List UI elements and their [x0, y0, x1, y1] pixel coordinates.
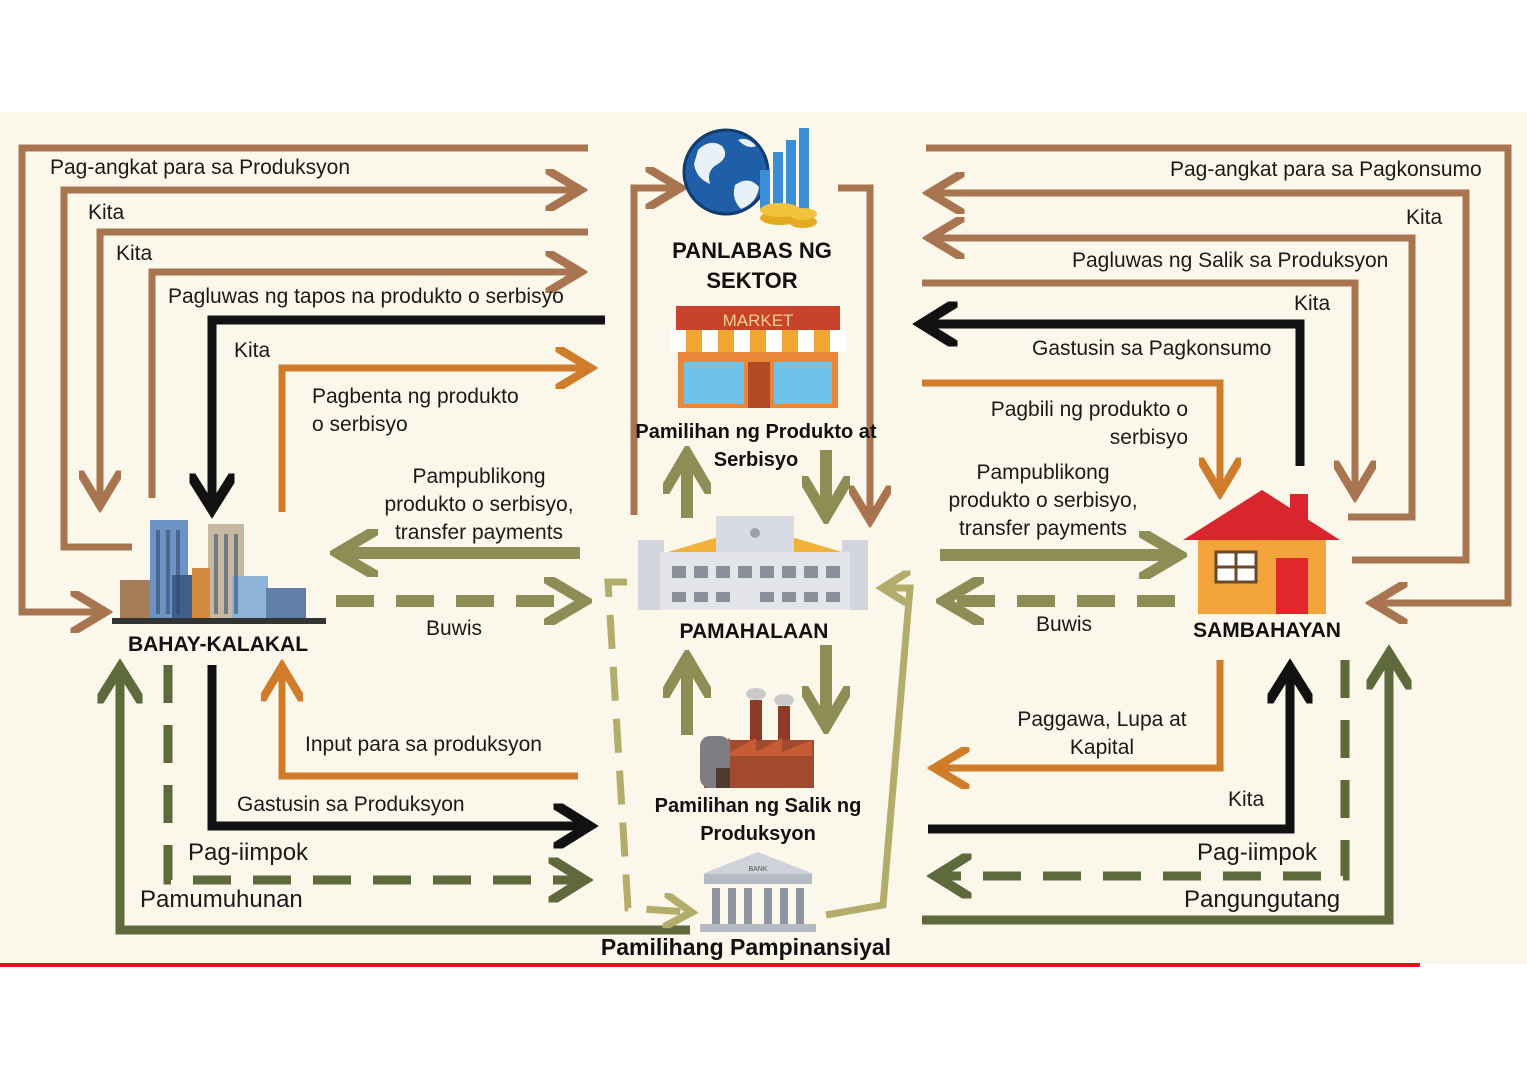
city-buildings-icon	[112, 520, 326, 624]
label-factors-1: Paggawa, Lupa at	[1017, 708, 1187, 731]
factor-market-line1: Pamilihan ng Salik ng	[654, 795, 862, 817]
label-public-goods-right-1: Pampublikong	[976, 461, 1110, 484]
arrow-kita-left-1	[60, 190, 575, 551]
arrow-center-up-left	[630, 188, 675, 515]
label-buy-goods-2: serbisyo	[1109, 426, 1188, 449]
label-sell-goods: Pagbenta ng produkto o serbisyo	[312, 383, 519, 439]
arrow-export-goods	[212, 315, 605, 505]
label-tax-right: Buwis	[1036, 613, 1093, 636]
arrow-factors	[940, 660, 1224, 768]
government-building-icon	[638, 516, 868, 610]
label-consumption-spending: Gastusin sa Pagkonsumo	[1032, 337, 1272, 360]
label-input: Input para sa produksyon	[305, 733, 542, 756]
arrow-kita-right-1	[935, 193, 1470, 564]
market-sign: MARKET	[723, 311, 794, 330]
house-icon	[1183, 490, 1340, 614]
arrow-finance-to-government	[825, 588, 914, 919]
label-kita-right-1: Kita	[1406, 206, 1443, 229]
label-production-spending: Gastusin sa Produksyon	[237, 793, 465, 816]
arrow-investment	[120, 672, 690, 935]
arrow-center-down-right	[838, 184, 870, 515]
arrow-export-factors	[922, 279, 1355, 490]
label-import-production: Pag-angkat para sa Produksyon	[50, 156, 351, 179]
arrow-borrowing	[922, 658, 1389, 925]
label-public-goods-right-2: produkto o serbisyo,	[948, 489, 1138, 512]
label-saving-right: Pag-iimpok	[1197, 839, 1318, 866]
financial-market-label: Pamilihang Pampinansiyal	[600, 934, 892, 960]
label-public-goods-left-1: Pampublikong	[412, 465, 546, 488]
label-public-goods-left: Pampublikong produkto o serbisyo, transf…	[370, 463, 588, 547]
business-label: BAHAY-KALAKAL	[127, 633, 309, 656]
label-buy-goods-1: Pagbili ng produkto o	[990, 398, 1188, 421]
label-import-consumption: Pag-angkat para sa Pagkonsumo	[1170, 158, 1482, 181]
label-sell-goods-1: Pagbenta ng produkto	[312, 385, 519, 408]
chart-bars-icon	[760, 128, 817, 228]
arrow-government-to-finance	[604, 578, 688, 912]
globe-icon	[682, 128, 770, 216]
label-kita-left-2: Kita	[116, 242, 153, 265]
label-export-goods: Pagluwas ng tapos na produkto o serbisyo	[168, 285, 564, 308]
label-buy-goods: Pagbili ng produkto o serbisyo	[960, 396, 1188, 452]
label-factors-2: Kapital	[1069, 736, 1135, 759]
label-tax-left: Buwis	[426, 617, 483, 640]
arrow-kita-left-3	[148, 272, 575, 498]
product-market-line2: Serbisyo	[713, 449, 799, 471]
product-market-line1: Pamilihan ng Produkto at	[635, 421, 877, 443]
label-sell-goods-2: o serbisyo	[312, 413, 408, 436]
arrow-kita-right-2	[935, 238, 1416, 521]
label-public-goods-right: Pampublikong produkto o serbisyo, transf…	[934, 459, 1152, 543]
label-kita-left-3: Kita	[234, 339, 271, 362]
foreign-sector-line2: SEKTOR	[706, 268, 798, 293]
factor-market-line2: Produksyon	[700, 823, 816, 845]
arrow-kita-left-2	[100, 228, 588, 500]
household-label: SAMBAHAYAN	[1193, 619, 1341, 642]
foreign-sector-label: PANLABAS NG SEKTOR	[652, 236, 852, 296]
arrow-kita-right-3	[928, 672, 1290, 834]
label-borrowing: Pangungutang	[1184, 886, 1341, 913]
bank-sign: BANK	[748, 866, 767, 873]
government-label: PAMAHALAAN	[679, 620, 829, 643]
arrow-saving-right	[940, 660, 1350, 876]
label-export-factors: Pagluwas ng Salik sa Produksyon	[1072, 249, 1389, 272]
arrow-sell-goods	[278, 368, 585, 512]
arrow-input-production	[282, 672, 578, 780]
label-kita-right-2: Kita	[1294, 292, 1331, 315]
market-store-icon	[670, 306, 846, 408]
label-public-goods-left-3: transfer payments	[394, 521, 564, 544]
arrow-consumption-spending	[926, 324, 1305, 466]
label-factors: Paggawa, Lupa at Kapital	[994, 706, 1210, 762]
label-public-goods-left-2: produkto o serbisyo,	[384, 493, 574, 516]
factory-icon	[700, 688, 814, 788]
arrow-production-spending	[207, 665, 585, 826]
factor-market-label: Pamilihan ng Salik ng Produksyon	[628, 792, 888, 848]
label-kita-left-1: Kita	[88, 201, 125, 224]
label-saving-left: Pag-iimpok	[188, 839, 309, 866]
arrow-import-production	[18, 144, 588, 612]
arrow-buy-goods	[922, 379, 1220, 487]
label-public-goods-right-3: transfer payments	[958, 517, 1128, 540]
bank-icon	[700, 852, 816, 932]
arrow-saving-left	[163, 665, 580, 880]
product-market-label: Pamilihan ng Produkto at Serbisyo	[606, 418, 906, 474]
label-kita-right-3: Kita	[1228, 788, 1265, 811]
label-investment: Pamumuhunan	[140, 886, 303, 913]
arrow-import-consumption	[926, 144, 1512, 603]
foreign-sector-line1: PANLABAS NG	[672, 238, 832, 263]
